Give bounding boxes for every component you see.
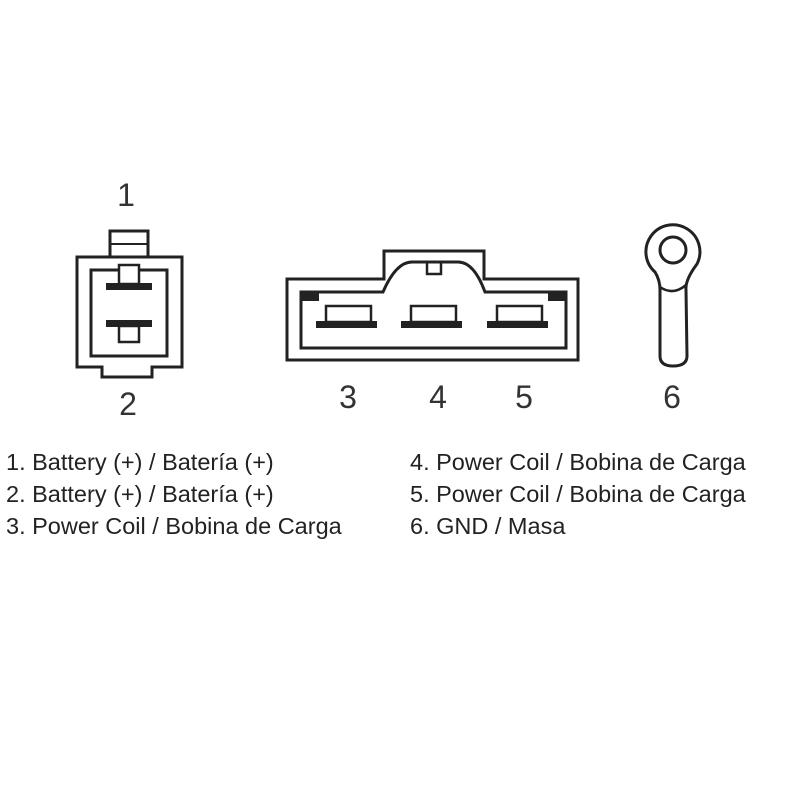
three-pin-connector (285, 249, 580, 362)
legend-item-2: 2. Battery (+) / Batería (+) (6, 481, 274, 507)
legend-item-3: 3. Power Coil / Bobina de Carga (6, 513, 342, 539)
legend-item-6: 6. GND / Masa (410, 513, 566, 539)
ring-terminal (644, 223, 702, 368)
pin-label-3: 3 (339, 379, 357, 415)
legend-item-1: 1. Battery (+) / Batería (+) (6, 449, 274, 475)
terminal-1 (106, 263, 152, 290)
pin-label-2: 2 (119, 386, 137, 422)
legend-left-column: 1. Battery (+) / Batería (+) 2. Battery … (6, 446, 342, 542)
pin-label-6: 6 (663, 379, 681, 415)
pin-label-4: 4 (429, 379, 447, 415)
three-pin-housing-inner (299, 260, 568, 350)
terminal-5 (487, 304, 548, 328)
terminal-3 (316, 304, 377, 328)
terminal-2 (106, 320, 152, 344)
two-pin-connector (75, 229, 184, 379)
ring-terminal-body (644, 223, 702, 368)
key-tab (425, 260, 443, 276)
ring-terminal-hole (658, 235, 688, 265)
two-pin-housing (75, 255, 184, 379)
legend-right-column: 4. Power Coil / Bobina de Carga 5. Power… (410, 446, 746, 542)
terminal-4 (401, 304, 462, 328)
pin-label-1: 1 (117, 177, 135, 213)
legend-item-5: 5. Power Coil / Bobina de Carga (410, 481, 746, 507)
pin-label-5: 5 (515, 379, 533, 415)
legend-item-4: 4. Power Coil / Bobina de Carga (410, 449, 746, 475)
ring-terminal-crimp (659, 284, 687, 293)
